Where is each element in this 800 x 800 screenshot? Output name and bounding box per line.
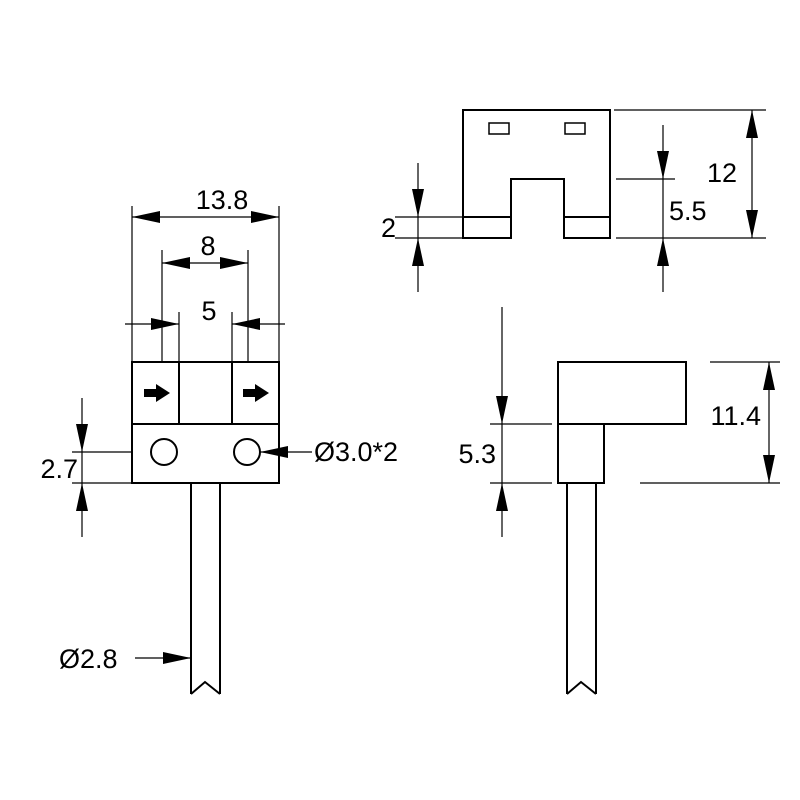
leader-hole-diameter [260,446,312,458]
dimension-label-side-overall-height: 11.4 [710,401,761,431]
leader-cable-diameter [135,652,191,664]
dimension-label-hole-diameter: Ø3.0*2 [314,437,398,467]
top-view-window-left [488,122,510,135]
dimension-label-slot-width: 5 [201,296,216,326]
dimension-width-overall [131,206,280,362]
dimension-slot-depth [616,125,675,292]
dimension-width-inner [161,250,249,362]
dimension-label-width-inner: 8 [200,231,215,261]
dimension-side-base-height [490,307,552,537]
dimension-label-slot-depth: 5.5 [669,196,707,226]
dimension-label-mount-height: 2.7 [40,454,78,484]
top-view-outline [462,109,611,239]
side-view-base [557,424,605,484]
dimension-label-side-base-height: 5.3 [458,439,496,469]
dimension-label-top-overall-height: 12 [707,158,737,188]
front-view-cable [190,483,221,695]
top-view: 2 5.5 12 [381,109,766,292]
dimension-top-base-height [395,163,463,292]
dimension-side-overall-height [640,361,780,484]
mounting-hole-right [233,438,261,466]
dimension-slot-width [125,312,285,362]
top-view-window-right [564,122,586,135]
dimension-label-width-overall: 13.8 [196,185,249,215]
side-view: 5.3 11.4 [458,307,780,695]
front-view-body-base [131,423,280,484]
front-view: 13.8 8 5 2.7 [40,185,398,695]
dimension-top-overall-height [614,109,766,239]
dimension-mount-height [72,398,132,537]
arrow-right-icon [144,384,170,402]
dimension-label-cable-diameter: Ø2.8 [59,644,118,674]
arrow-right-icon [243,384,269,402]
dimension-label-top-base-height: 2 [381,213,396,243]
side-view-head [557,361,687,425]
side-view-cable [566,483,597,695]
mounting-hole-left [150,438,178,466]
